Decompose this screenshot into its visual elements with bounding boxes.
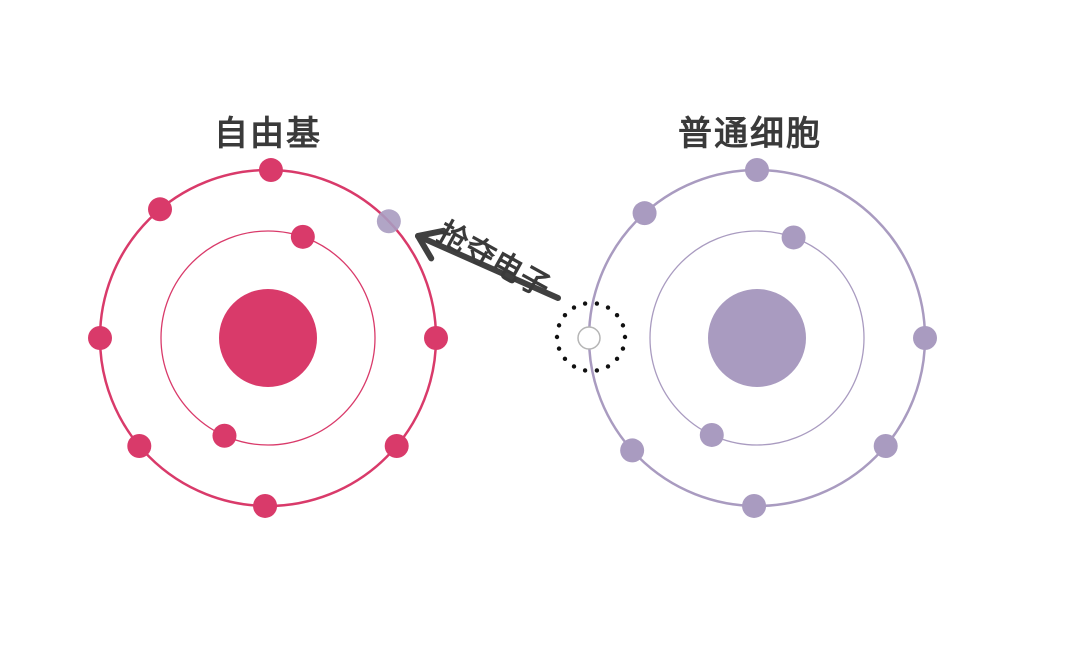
- dot: [594, 301, 600, 306]
- electron: [127, 433, 152, 458]
- electron: [742, 493, 767, 518]
- inner-orbit: [649, 230, 865, 446]
- dot: [562, 312, 568, 318]
- dot: [554, 334, 560, 340]
- dot: [582, 368, 588, 373]
- dot: [614, 312, 620, 318]
- dot: [620, 323, 626, 328]
- stolen-electron: [376, 209, 401, 234]
- electron: [258, 158, 283, 183]
- dot: [556, 323, 562, 328]
- normal-cell-title: 普通细胞: [678, 114, 822, 154]
- electron: [290, 224, 315, 249]
- electron: [745, 158, 769, 182]
- inner-orbit: [160, 230, 376, 446]
- steal-electron-arrow: [415, 227, 561, 301]
- electron: [212, 423, 237, 448]
- dot: [605, 364, 611, 369]
- electron: [148, 197, 173, 222]
- free-radical-atom: [88, 158, 448, 518]
- dot: [571, 364, 577, 369]
- electron: [253, 493, 278, 518]
- dot: [594, 368, 600, 373]
- electron: [88, 326, 112, 350]
- dot: [614, 356, 620, 362]
- dot: [571, 305, 577, 310]
- electron: [781, 225, 806, 250]
- nucleus: [708, 289, 806, 387]
- normal-cell-atom: [577, 158, 937, 518]
- dot: [556, 346, 562, 351]
- dot: [562, 356, 568, 362]
- arrow-shaft: [415, 233, 561, 301]
- electron: [913, 326, 937, 350]
- dot: [582, 301, 588, 306]
- electron: [873, 433, 898, 458]
- missing-electron-dotted-circle: [554, 301, 628, 373]
- free-radical-title: 自由基: [214, 114, 322, 154]
- nucleus: [219, 289, 317, 387]
- dot: [622, 334, 628, 340]
- dot: [605, 305, 611, 310]
- electron: [384, 433, 409, 458]
- electron: [620, 438, 645, 463]
- missing-electron-hole: [577, 326, 601, 350]
- electron: [699, 422, 724, 447]
- dot: [620, 346, 626, 351]
- electron: [632, 201, 657, 226]
- electron: [424, 326, 448, 350]
- arrow-head-icon: [415, 227, 447, 262]
